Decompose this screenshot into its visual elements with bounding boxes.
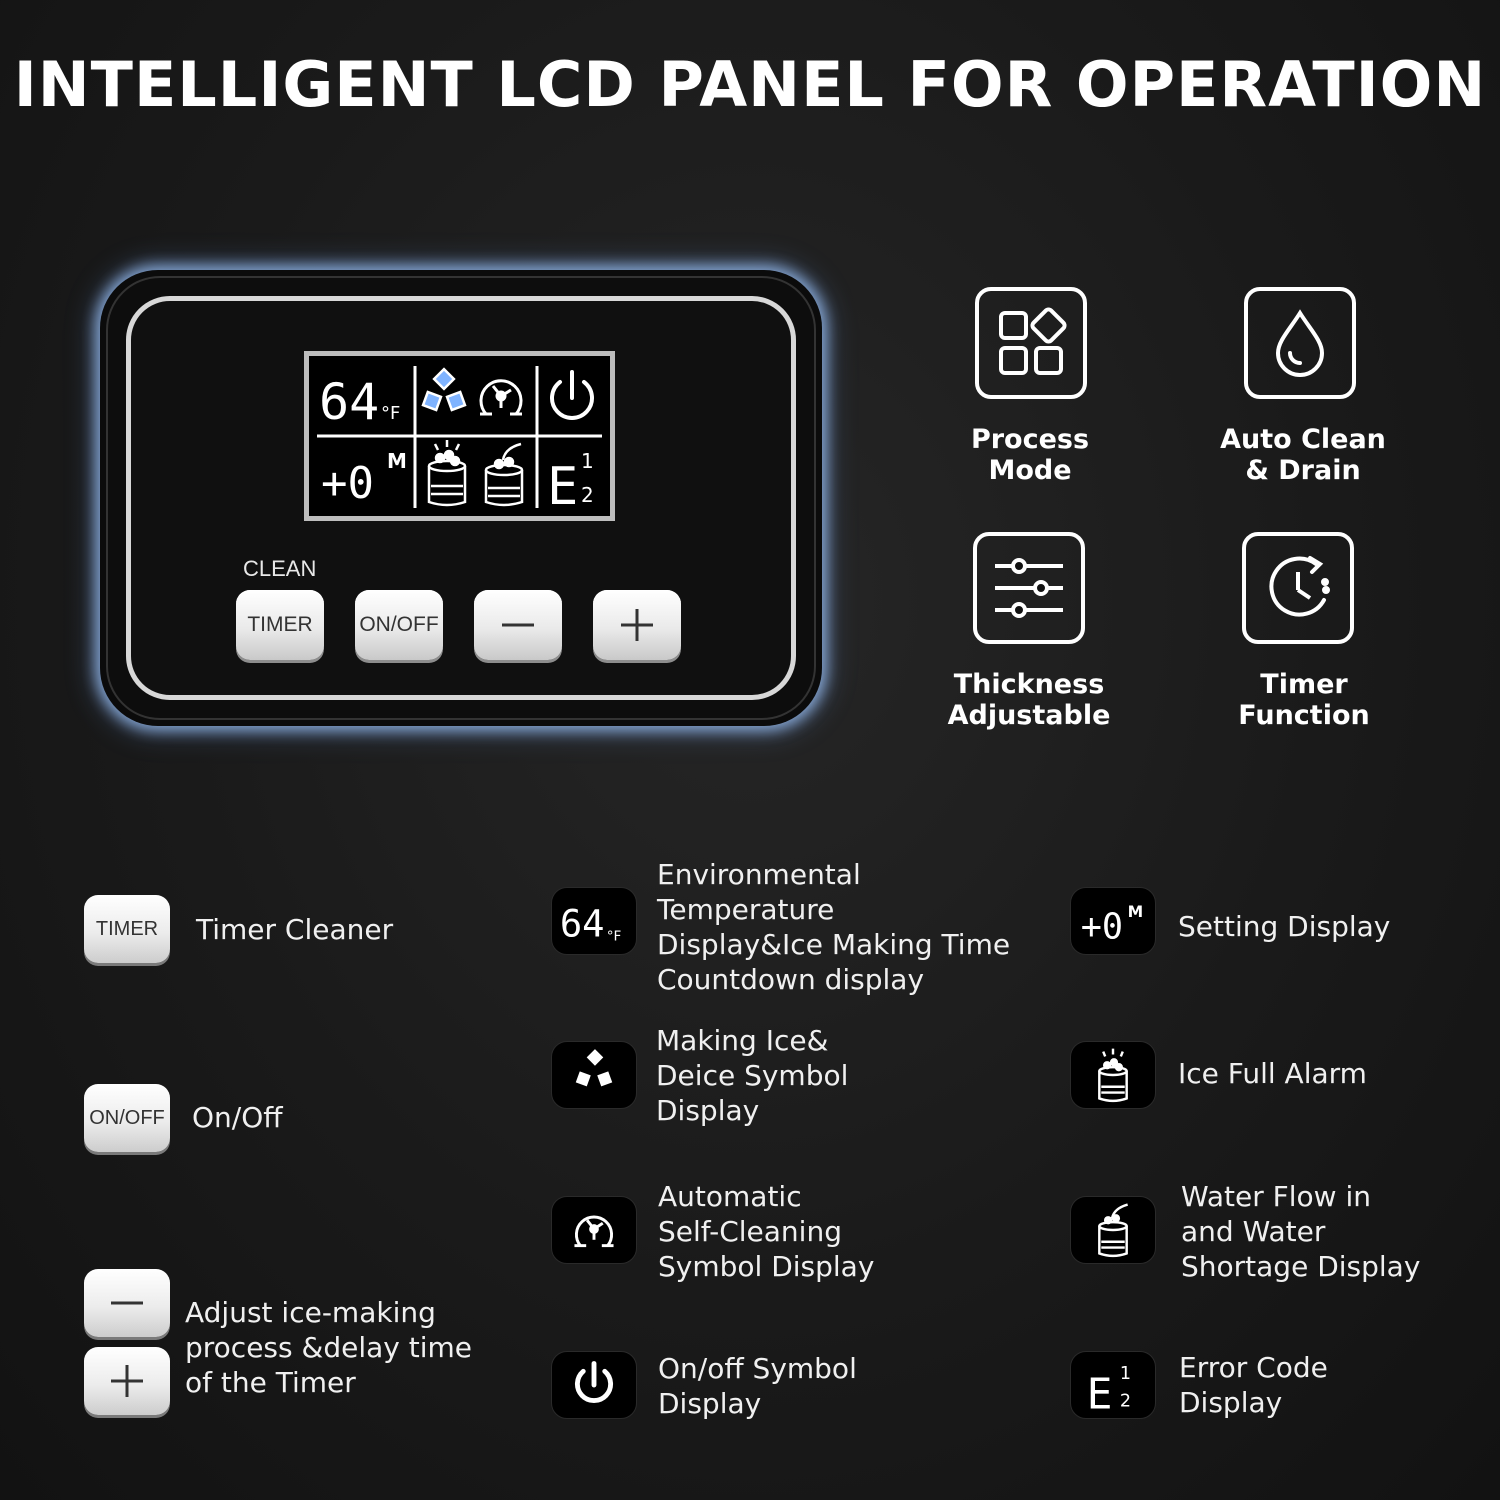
plus-button[interactable] bbox=[593, 590, 681, 660]
legend-timer-text: Timer Cleaner bbox=[196, 913, 394, 946]
legend-timer-key: TIMER bbox=[84, 895, 170, 963]
legend-error-letter: E bbox=[1087, 1369, 1113, 1419]
ice-full-bin-icon bbox=[427, 440, 467, 507]
legend-water-text: Water Flow in and Water Shortage Display bbox=[1181, 1180, 1421, 1283]
legend-setting-digits: +0 bbox=[1081, 907, 1123, 948]
legend-clean-symbol bbox=[551, 1196, 637, 1264]
legend-setting-text: Setting Display bbox=[1178, 910, 1391, 943]
ice-full-bin-icon bbox=[1098, 1048, 1128, 1103]
feature-label-thickness: Thickness Adjustable bbox=[947, 669, 1111, 731]
legend-power-text: On/off Symbol Display bbox=[658, 1352, 857, 1420]
power-icon bbox=[550, 370, 594, 420]
legend-power-symbol bbox=[551, 1351, 637, 1419]
timer-button[interactable]: TIMER bbox=[236, 590, 324, 660]
legend-setting-unit: M bbox=[1128, 903, 1144, 921]
legend-onoff-key: ON/OFF bbox=[84, 1084, 170, 1152]
minus-icon bbox=[111, 1301, 143, 1305]
legend-plus-key bbox=[84, 1347, 170, 1415]
lcd-error-letter: E bbox=[547, 457, 578, 516]
legend-ice-text: Making Ice& Deice Symbol Display bbox=[656, 1024, 849, 1127]
lcd-error-top: 1 bbox=[581, 449, 594, 473]
lcd-setting: +0 bbox=[321, 458, 374, 509]
legend-water-symbol bbox=[1070, 1196, 1156, 1264]
self-clean-icon bbox=[479, 379, 523, 416]
legend-error-symbol: E 1 2 bbox=[1070, 1351, 1156, 1419]
legend-error-text: Error Code Display bbox=[1179, 1351, 1328, 1419]
legend-clean-text: Automatic Self-Cleaning Symbol Display bbox=[658, 1180, 875, 1283]
legend-error-top: 1 bbox=[1120, 1364, 1131, 1384]
minus-icon bbox=[502, 623, 534, 627]
legend-ice-symbol bbox=[551, 1041, 637, 1109]
water-drop-icon bbox=[1244, 287, 1356, 399]
legend-minus-key bbox=[84, 1269, 170, 1337]
lcd-temperature-unit: °F bbox=[381, 403, 400, 424]
legend-adjust-text: Adjust ice-making process &delay time of… bbox=[185, 1296, 472, 1399]
clock-icon bbox=[1242, 532, 1354, 644]
plus-icon bbox=[621, 609, 653, 641]
legend-temperature-text: Environmental Temperature Display&Ice Ma… bbox=[657, 858, 1011, 996]
legend-setting-symbol: +0 M bbox=[1070, 887, 1156, 955]
legend-error-bottom: 2 bbox=[1120, 1391, 1131, 1411]
plus-icon bbox=[111, 1365, 143, 1397]
ice-cubes-icon bbox=[575, 1049, 613, 1087]
clean-label: CLEAN bbox=[243, 556, 317, 581]
grid-shapes-icon bbox=[975, 287, 1087, 399]
minus-button[interactable] bbox=[474, 590, 562, 660]
water-flow-bin-icon bbox=[1098, 1203, 1129, 1258]
water-flow-bin-icon bbox=[484, 442, 524, 507]
sliders-icon bbox=[973, 532, 1085, 644]
feature-label-timer: Timer Function bbox=[1238, 669, 1370, 731]
feature-label-process-mode: Process Mode bbox=[970, 424, 1090, 486]
onoff-button[interactable]: ON/OFF bbox=[355, 590, 443, 660]
lcd-screen: 64 °F +0 M bbox=[304, 351, 615, 521]
legend-temp-digits: 64 bbox=[560, 903, 605, 946]
legend-full-text: Ice Full Alarm bbox=[1178, 1057, 1367, 1090]
lcd-graphics: 64 °F +0 M bbox=[317, 366, 602, 516]
legend-temp-unit: °F bbox=[607, 929, 622, 945]
legend-temperature-symbol: 64 °F bbox=[551, 887, 637, 955]
legend-full-symbol bbox=[1070, 1041, 1156, 1109]
page-title: INTELLIGENT LCD PANEL FOR OPERATION bbox=[13, 48, 1487, 121]
ice-cubes-icon bbox=[421, 367, 467, 412]
lcd-temperature: 64 bbox=[319, 373, 379, 431]
power-icon bbox=[574, 1361, 614, 1404]
feature-label-auto-clean: Auto Clean & Drain bbox=[1220, 424, 1386, 486]
lcd-setting-unit: M bbox=[387, 449, 407, 473]
lcd-error-bottom: 2 bbox=[581, 483, 594, 507]
legend-onoff-text: On/Off bbox=[192, 1101, 283, 1134]
self-clean-icon bbox=[574, 1215, 614, 1248]
